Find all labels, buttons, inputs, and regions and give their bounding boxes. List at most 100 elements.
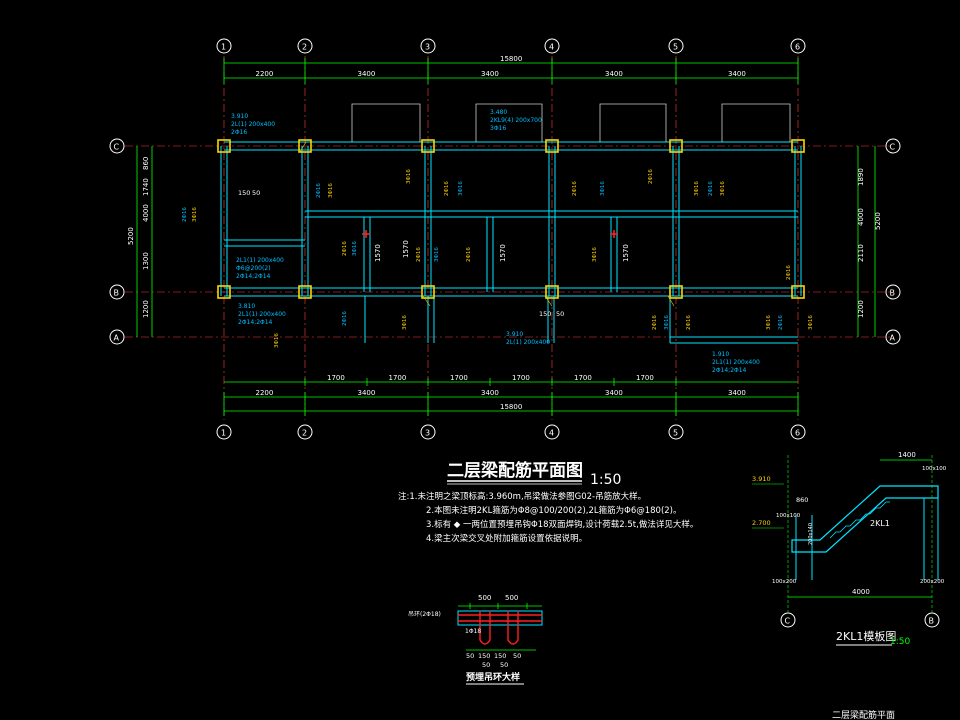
beam-note-3910: 3.910 xyxy=(231,113,248,120)
leader-0 xyxy=(299,141,307,153)
axis-bubble-top-label: 1 xyxy=(221,43,226,52)
axis-bubble-right-label: A xyxy=(890,334,896,343)
axis-bubble-bottom-label: 1 xyxy=(221,429,226,438)
title-block: 二层梁配筋平面图 1:50 xyxy=(447,460,621,488)
stair-dim-left: 860 xyxy=(796,496,808,504)
stair-sec-3: 100x200 xyxy=(772,579,797,585)
stair-detail-scale: 1:50 xyxy=(890,637,910,647)
drawing-title: 二层梁配筋平面图 xyxy=(447,460,583,481)
stair-sec-2: 200x200 xyxy=(920,579,945,585)
column-2B xyxy=(298,285,312,299)
rebar-callout-19: 2Φ16 xyxy=(686,315,692,330)
axis-bubble-top-label: 5 xyxy=(673,43,678,52)
rebar-callout-16: 3Φ16 xyxy=(592,247,598,262)
stair-elev-mid: 2.700 xyxy=(752,519,771,527)
dim-top-span: 3400 xyxy=(358,70,376,78)
dim-right-inner: 2110 xyxy=(857,244,865,262)
dim-inner-1570: 1570 xyxy=(374,244,382,262)
dim-bottom-span: 3400 xyxy=(728,389,746,397)
rebar-callout-23: 2Φ16 xyxy=(786,265,792,280)
rebar-callout-15: 2Φ16 xyxy=(466,247,472,262)
hook-dim-b5: 50 xyxy=(482,661,490,669)
dim-inner-1570: 1570 xyxy=(499,244,507,262)
beam-note-2l1-b: 2L1(1) 200x400 xyxy=(238,311,286,318)
axis-bubble-top-3 xyxy=(420,38,436,54)
column-3C xyxy=(421,139,435,153)
hook-dim-b1: 50 xyxy=(466,652,474,660)
rebar-callout-11: 2Φ16 xyxy=(342,241,348,256)
beam-note-3810: 3.810 xyxy=(238,303,255,310)
hook-loop-right xyxy=(507,611,519,645)
leader-1 xyxy=(422,295,431,307)
rebar-callout-1: 2Φ16 xyxy=(316,183,322,198)
rebar-callout-0: 3Φ16 xyxy=(328,183,334,198)
dim-left-inner: 4000 xyxy=(142,204,150,222)
dim-bottom-sub: 1700 xyxy=(574,374,592,382)
leader-2 xyxy=(544,295,553,307)
axis-bubble-bottom-6 xyxy=(790,424,806,440)
hook-dim-500-a: 500 xyxy=(478,594,491,602)
rebar-callout-8: 3Φ16 xyxy=(694,181,700,196)
rebar-callout-25: 2Φ16 xyxy=(182,207,188,222)
dim-left-inner: 860 xyxy=(142,157,150,170)
hook-dim-b2: 150 xyxy=(478,652,490,660)
col-offset-150: 150 xyxy=(238,189,250,197)
hook-detail-title: 预埋吊环大样 xyxy=(466,671,520,683)
dim-top-total: 15800 xyxy=(500,55,522,63)
dim-bottom-sub: 1700 xyxy=(512,374,530,382)
note-4: 4.梁主次梁交叉处附加箍筋设置依据说明。 xyxy=(426,533,587,544)
column-6B xyxy=(791,285,805,299)
axis-bubble-left-label: A xyxy=(114,334,120,343)
rebar-callout-13: 2Φ16 xyxy=(416,247,422,262)
rebar-callout-28: 3Φ16 xyxy=(274,333,280,348)
beam-note-elev-3480: 3.480 xyxy=(490,109,507,116)
axis-bubble-bottom-5 xyxy=(668,424,684,440)
dim-right-inner: 4000 xyxy=(857,208,865,226)
column-5B xyxy=(669,285,683,299)
column-1B xyxy=(217,285,231,299)
hook-label-mid: 1Φ18 xyxy=(465,628,481,635)
parapet-1 xyxy=(475,103,543,142)
rebar-callout-22: 3Φ16 xyxy=(808,315,814,330)
rebar-callout-3: 2Φ16 xyxy=(444,181,450,196)
beam-note-1910: 1.910 xyxy=(712,351,729,358)
axis-bubble-bottom-label: 6 xyxy=(795,429,800,438)
column-4C xyxy=(545,139,559,153)
axis-bubble-right-label: C xyxy=(890,143,896,152)
stair-elev-top: 3.910 xyxy=(752,475,771,483)
axis-bubble-bottom-label: 2 xyxy=(302,429,307,438)
note-2: 2.本图未注明2KL箍筋为Φ8@100/200(2),2L箍筋为Φ6@180(2… xyxy=(426,505,682,516)
parapet-2 xyxy=(599,103,667,142)
beam-note-2l1-c: 2L1(1) 200x400 xyxy=(712,359,760,366)
axis-bubble-top-5 xyxy=(668,38,684,54)
rebar-callout-2: 3Φ16 xyxy=(406,169,412,184)
leader-3 xyxy=(667,295,675,307)
dim-inner-1570: 1570 xyxy=(402,240,410,258)
stair-bubble-b-label: B xyxy=(929,617,935,626)
dim-bottom-sub: 1700 xyxy=(327,374,345,382)
hook-dim-b6: 50 xyxy=(500,661,508,669)
axis-bubble-top-label: 2 xyxy=(302,43,307,52)
axis-bubble-top-2 xyxy=(297,38,313,54)
note-1: 注:1.未注明之梁顶标高:3.960m,吊梁做法参图G02-吊筋放大样。 xyxy=(398,491,646,502)
dim-left-inner: 1200 xyxy=(142,300,150,318)
axis-bubble-top-label: 6 xyxy=(795,43,800,52)
dim-right-outer: 5200 xyxy=(874,212,882,230)
rebar-callout-12: 3Φ16 xyxy=(352,241,358,256)
axis-bubble-top-1 xyxy=(216,38,232,54)
axis-bubble-right-B xyxy=(885,284,901,300)
beam-note-lower-1: 2L1(1) 200x400 xyxy=(236,257,284,264)
dim-inner-1570: 1570 xyxy=(622,244,630,262)
hook-beam-outline xyxy=(457,610,543,626)
rebar-callout-14: 3Φ16 xyxy=(434,247,440,262)
parapet-0 xyxy=(351,103,421,142)
beam-note-3910-b: 3.910 xyxy=(506,331,523,338)
rebar-callout-9: 2Φ16 xyxy=(708,181,714,196)
axis-bubble-left-B xyxy=(109,284,125,300)
axis-bubble-bottom-1 xyxy=(216,424,232,440)
dim-bottom-sub: 1700 xyxy=(450,374,468,382)
axis-bubble-right-C xyxy=(885,138,901,154)
hook-loop-left xyxy=(479,611,491,645)
dim-bottom-span: 3400 xyxy=(605,389,623,397)
